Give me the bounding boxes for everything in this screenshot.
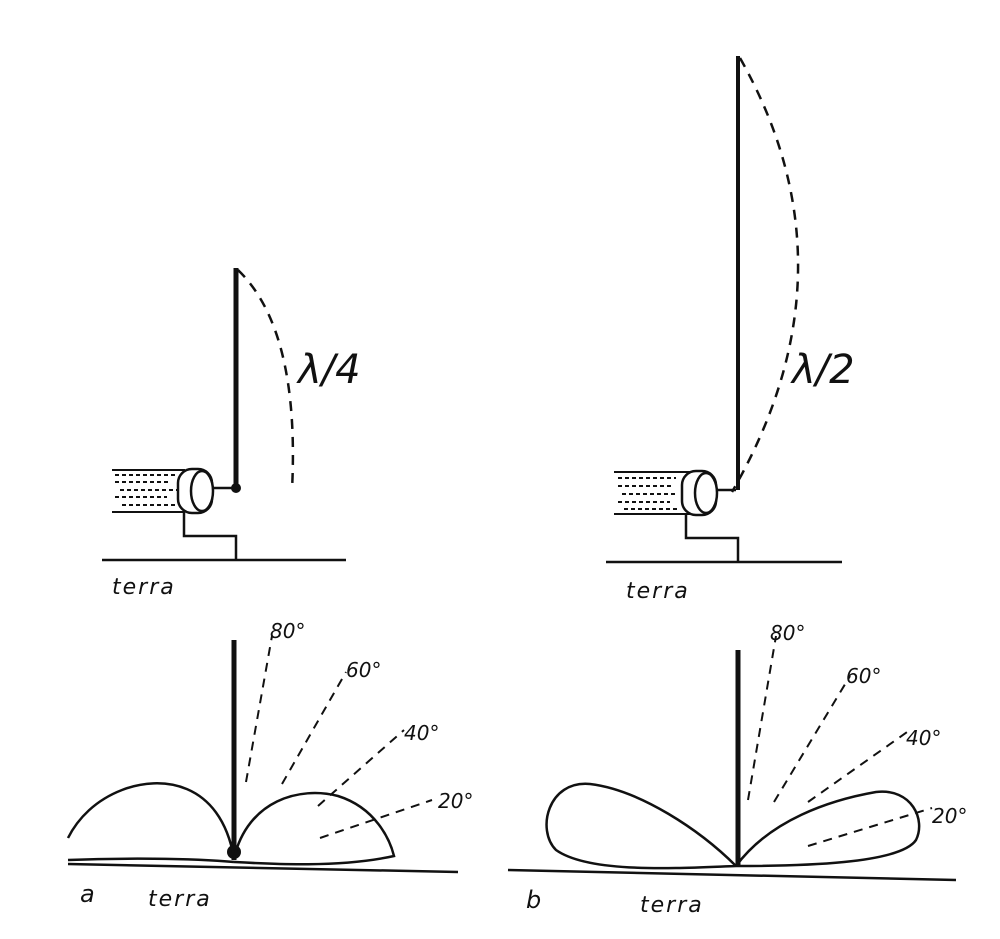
antenna-a-coax-connector	[112, 467, 238, 560]
pattern-a-angle-lines	[245, 635, 433, 839]
pattern-b-right-lobe	[734, 790, 921, 868]
pattern-b-angle-20: 20°	[932, 804, 967, 828]
pattern-a-angle-80: 80°	[270, 619, 305, 643]
antenna-a-diagram: λ/4 terra	[102, 268, 361, 600]
pattern-b-diagram: 80° 60° 40° 20° b terra	[507, 621, 967, 918]
pattern-b-angle-lines	[747, 635, 933, 847]
antenna-a-ground-label: terra	[112, 575, 176, 600]
pattern-a-angle-40: 40°	[404, 721, 439, 745]
pattern-a-left-lobe	[66, 782, 236, 859]
pattern-a-panel-label: a	[80, 880, 95, 908]
pattern-a-right-lobe	[232, 791, 396, 866]
pattern-a-ground-label: terra	[148, 887, 212, 912]
antenna-b-diagram: λ/2 terra	[606, 56, 855, 604]
pattern-a-left-lower-lobe	[67, 857, 235, 864]
antenna-b-length-label: λ/2	[790, 347, 855, 393]
pattern-b-ground-label: terra	[640, 893, 704, 918]
antenna-a-feed-point	[231, 483, 241, 493]
pattern-a-angle-60: 60°	[346, 658, 381, 682]
antenna-b-coax-connector	[614, 469, 740, 562]
pattern-b-ground-line	[507, 868, 957, 882]
pattern-a-diagram: 80° 60° 40° 20° a terra	[66, 619, 473, 912]
pattern-a-ground-line	[67, 862, 459, 874]
antenna-b-current-curve	[730, 57, 800, 493]
antenna-a-length-label: λ/4	[296, 347, 361, 393]
pattern-b-angle-60: 60°	[846, 664, 881, 688]
pattern-b-panel-label: b	[526, 886, 541, 914]
pattern-b-angle-40: 40°	[906, 726, 941, 750]
antenna-b-ground-label: terra	[626, 579, 690, 604]
pattern-a-angle-20: 20°	[438, 789, 473, 813]
pattern-b-angle-80: 80°	[770, 621, 805, 645]
pattern-b-left-lobe	[545, 782, 737, 870]
antenna-a-current-curve	[237, 269, 295, 491]
